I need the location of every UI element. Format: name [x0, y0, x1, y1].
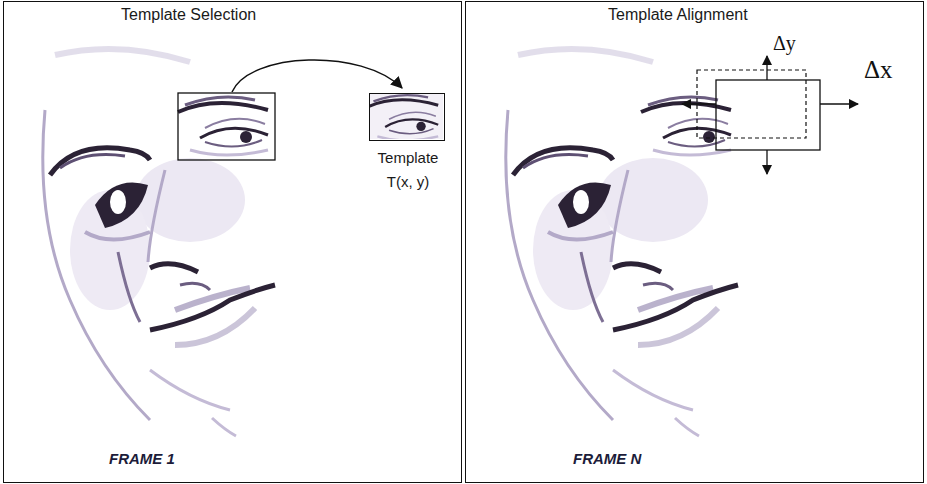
copy-arrow: [232, 60, 402, 92]
aligned-box: [716, 80, 820, 150]
template-box: Template T(x, y): [369, 93, 445, 141]
frame-label: FRAME 1: [109, 450, 175, 468]
frame-panel: Template SelectionFRAME 1 Template T(x, y…: [3, 1, 462, 483]
frame-label: FRAME N: [573, 450, 641, 468]
template-label: Template T(x, y): [366, 146, 450, 194]
selection-box: [178, 93, 275, 160]
template-image: [369, 93, 443, 139]
shift-label: Δx: [864, 56, 893, 84]
shift-arrow: [766, 150, 767, 174]
shift-arrow: [682, 103, 716, 104]
shift-label: Δy: [773, 32, 796, 55]
frame-panel: Template AlignmentFRAME N: [465, 1, 924, 483]
panel-title: Template Selection: [121, 5, 256, 24]
shift-arrow: [820, 103, 858, 104]
shift-arrow: [766, 56, 767, 80]
face-sketch: [506, 49, 738, 436]
panel-title: Template Alignment: [608, 5, 748, 24]
face-sketch: [43, 49, 275, 436]
